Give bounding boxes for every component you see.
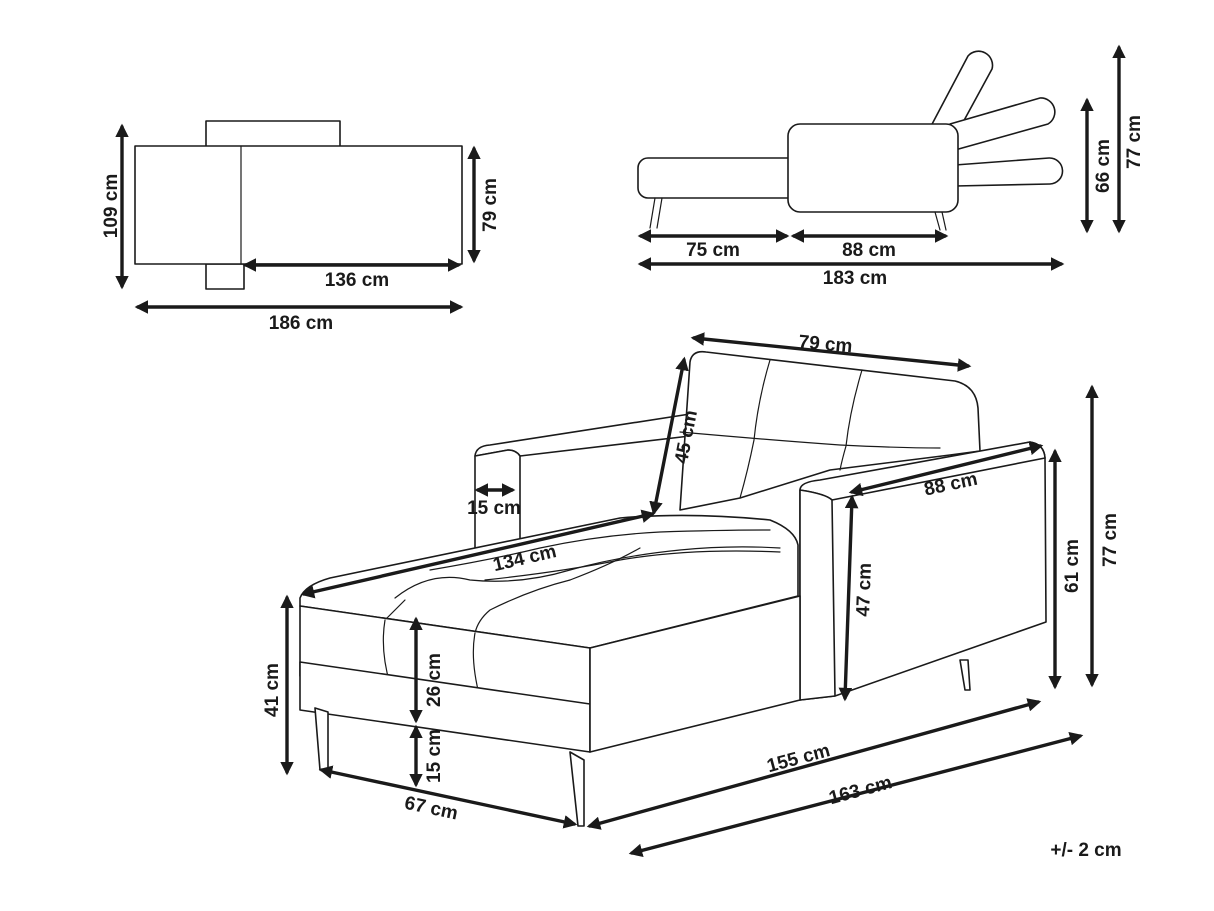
leg-front-right [569,751,585,827]
back-tuft-1 [739,359,771,499]
arm-right-front [799,489,836,701]
dim-line-47 [838,494,859,702]
label-183: 183 cm [823,268,887,289]
label-88-side: 88 cm [842,240,896,261]
side-view-backrest-mid [949,97,1056,151]
label-75: 75 cm [686,240,740,261]
dim-line-79-back [690,332,972,372]
label-136: 136 cm [325,270,389,291]
label-61: 61 cm [1062,539,1083,593]
leg-back-right [959,659,971,691]
label-155: 155 cm [765,740,833,777]
side-view-back [787,123,959,213]
label-77-total: 77 cm [1100,513,1121,567]
tolerance-note: +/- 2 cm [1050,840,1121,861]
dim-line-163 [628,731,1084,858]
top-view: 109 cm 79 cm 136 cm 186 cm [101,120,501,334]
dim-line-88-arm [848,441,1044,497]
side-view-backrest-up [929,50,994,138]
leg-front-left [314,707,329,771]
label-109: 109 cm [101,174,122,238]
label-79-back: 79 cm [798,332,854,358]
label-163: 163 cm [827,772,895,809]
top-view-back-rest [205,120,341,148]
side-view-leg-left [649,197,663,229]
back-tuft-2 [839,369,863,471]
label-77-side: 77 cm [1124,115,1145,169]
top-view-lower-tab [205,263,245,290]
perspective-view: 79 cm 45 cm 15 cm 134 cm 88 cm 47 cm 61 … [262,332,1121,858]
label-15-arm: 15 cm [467,498,521,519]
dim-line-67 [318,765,578,829]
dim-line-45 [649,356,689,516]
side-view-seat [637,157,791,199]
side-view: 75 cm 88 cm 183 cm 66 cm 77 cm [637,44,1145,289]
side-view-leg-right [934,211,947,231]
label-41: 41 cm [262,663,283,717]
side-view-backrest-flat [954,157,1064,187]
label-186: 186 cm [269,313,333,334]
label-66: 66 cm [1093,139,1114,193]
label-26: 26 cm [424,653,445,707]
label-15-leg: 15 cm [424,729,445,783]
label-79-top: 79 cm [480,178,501,232]
dim-line-134 [300,509,656,599]
label-47: 47 cm [853,563,876,618]
top-view-body [134,145,463,265]
